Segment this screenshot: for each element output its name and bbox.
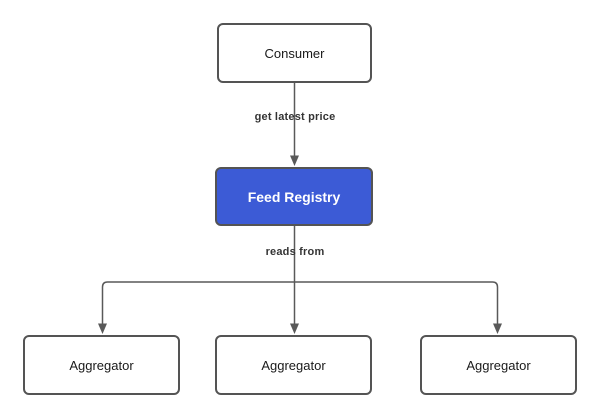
- node-consumer: Consumer: [217, 23, 372, 83]
- node-aggregator-left: Aggregator: [23, 335, 180, 395]
- arrowhead-registry-to-aggregator-left: [98, 323, 107, 334]
- node-aggregator-middle-label: Aggregator: [261, 357, 326, 373]
- node-aggregator-left-label: Aggregator: [69, 357, 134, 373]
- node-consumer-label: Consumer: [264, 45, 325, 61]
- node-aggregator-middle: Aggregator: [215, 335, 372, 395]
- edge-registry-to-aggregator-right: [294, 281, 499, 324]
- arrowhead-registry-to-aggregator-middle: [290, 323, 299, 334]
- node-aggregator-right-label: Aggregator: [466, 357, 531, 373]
- arrowhead-registry-to-aggregator-right: [493, 323, 502, 334]
- node-aggregator-right: Aggregator: [420, 335, 577, 395]
- node-feed-registry-label: Feed Registry: [247, 188, 341, 205]
- edge-label-reads-from: reads from: [265, 246, 325, 258]
- arrowhead-consumer-to-registry: [290, 155, 299, 166]
- edge-label-get-latest-price: get latest price: [254, 111, 336, 123]
- edge-registry-to-aggregator-left: [101, 281, 295, 324]
- node-feed-registry: Feed Registry: [215, 167, 373, 226]
